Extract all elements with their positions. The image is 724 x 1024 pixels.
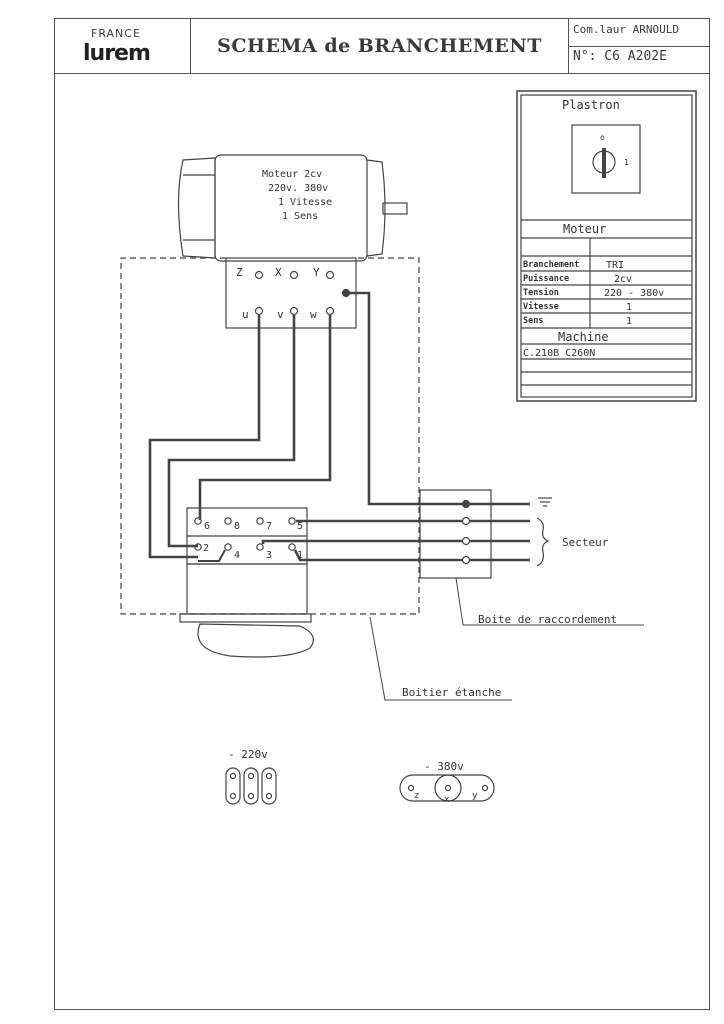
strip-label-3: 3 [266, 550, 272, 561]
earth-symbol-icon [538, 497, 552, 507]
coupling-x-label: x [444, 795, 450, 805]
voltage-380-label: - 380v [424, 760, 464, 773]
strip-terminal-6 [194, 517, 202, 525]
wire-secteur-3 [293, 549, 466, 562]
ref-divider [569, 46, 709, 47]
row-value-puissance: 2cv [614, 274, 632, 285]
row-label-vitesse: Vitesse [523, 301, 559, 312]
switch-position-1: 1 [624, 158, 629, 167]
plastron-title: Plastron [562, 98, 620, 112]
motor-rear-cap [366, 159, 386, 257]
strip-label-1: 1 [297, 550, 303, 561]
wire-v [167, 315, 296, 548]
label-z: Z [236, 266, 243, 279]
boitier-leader [369, 616, 512, 701]
bridge-4 [198, 549, 226, 562]
strip-terminal-8 [224, 517, 232, 525]
row-value-tension: 220 - 380v [604, 288, 664, 299]
motor-body [214, 154, 368, 262]
row-value-vitesse: 1 [626, 302, 632, 313]
motor-end-cap [177, 157, 216, 259]
coupling-y-label: y [472, 791, 478, 801]
logo-brand: lurem [83, 41, 151, 66]
plastron-switch-plate [571, 124, 641, 194]
boite-label: Boite de raccordement [478, 613, 617, 626]
strip-label-4: 4 [234, 550, 240, 561]
coupling-380v [399, 774, 495, 802]
strip-label-5: 5 [297, 521, 303, 532]
machine-title: Machine [558, 330, 609, 344]
strip-terminal-1 [288, 543, 296, 551]
secteur-label: Secteur [562, 536, 609, 549]
machine-value: C.210B C260N [523, 348, 595, 359]
strip-label-2: 2 [203, 543, 209, 554]
strip-terminal-7 [256, 517, 264, 525]
motor-shaft [382, 202, 408, 215]
strip-terminal-2 [194, 543, 202, 551]
row-label-tension: Tension [523, 287, 559, 298]
terminal-z [254, 270, 264, 280]
label-v: v [277, 308, 284, 321]
motor-label-line3: 1 Vitesse [278, 197, 332, 208]
voltage-220-label: - 220v [228, 748, 268, 761]
boite-leader [455, 577, 644, 626]
drawing-frame [54, 18, 710, 1010]
boite-raccordement [419, 489, 492, 579]
coupling-220v [225, 767, 277, 805]
box-terminal-earth [461, 499, 471, 509]
strip-terminal-3 [256, 543, 264, 551]
motor-label-line1: Moteur 2cv [262, 169, 322, 180]
coupling-z-label: z [414, 791, 419, 801]
wire-secteur-2 [261, 539, 466, 544]
secteur-brace [536, 517, 550, 567]
switch-position-0: o [600, 133, 605, 142]
strip-label-6: 6 [204, 521, 210, 532]
terminal-x [289, 270, 299, 280]
logo-country: FRANCE [91, 27, 141, 40]
wire-earth [346, 291, 466, 506]
strip-terminal-5 [288, 517, 296, 525]
moteur-title: Moteur [563, 222, 606, 236]
title-block: FRANCE lurem SCHEMA de BRANCHEMENT Com.l… [55, 19, 709, 74]
terminal-u [254, 306, 264, 316]
motor-label-line4: 1 Sens [282, 211, 318, 222]
info-panel-border [516, 90, 697, 402]
strip-terminal-4 [224, 543, 232, 551]
commande-ref: Com.laur ARNOULD [573, 23, 679, 36]
drawing-number: N°: C6 A202E [573, 49, 667, 64]
label-u: u [242, 308, 249, 321]
row-label-puissance: Puissance [523, 273, 569, 284]
row-label-branchement: Branchement [523, 260, 579, 270]
label-x: X [275, 266, 282, 279]
terminal-base-plate [179, 613, 312, 623]
row-value-sens: 1 [626, 316, 632, 327]
terminal-w [325, 306, 335, 316]
boitier-label: Boitier étanche [402, 686, 501, 699]
wire-w [198, 315, 332, 520]
box-terminal [461, 536, 471, 546]
row-value-branchement: TRI [606, 260, 624, 271]
row-label-sens: Sens [523, 316, 543, 326]
box-terminal [461, 555, 471, 565]
label-w: w [310, 308, 317, 321]
terminal-y [325, 270, 335, 280]
box-terminal [461, 516, 471, 526]
lurem-logo: FRANCE lurem [55, 19, 191, 73]
terminal-base [186, 563, 308, 615]
page-title: SCHEMA de BRANCHEMENT [191, 19, 569, 73]
wire-u [148, 315, 261, 559]
strip-label-8: 8 [234, 521, 240, 532]
label-y: Y [313, 266, 320, 279]
reference-box: Com.laur ARNOULD N°: C6 A202E [569, 19, 709, 73]
cable-gland [197, 623, 314, 658]
info-panel-inner [520, 94, 693, 398]
strip-label-7: 7 [266, 521, 272, 532]
motor-label-line2: 220v. 380v [268, 183, 328, 194]
terminal-v [289, 306, 299, 316]
